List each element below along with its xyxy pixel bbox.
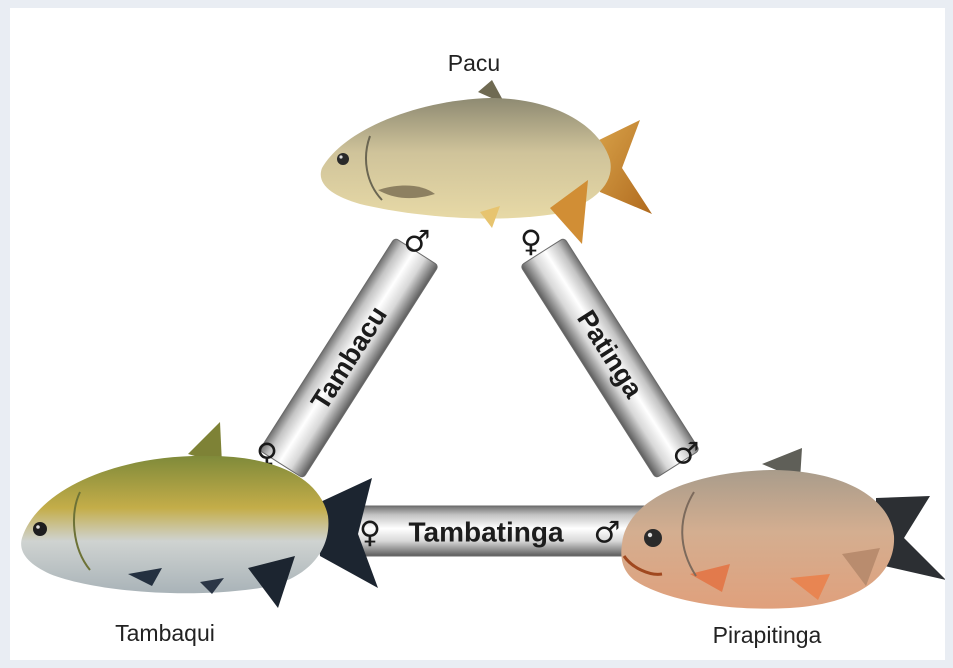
diagram-canvas: Tambacu Patinga Tambatinga ♂ ♀ ♀ ♂ ♀ ♂ xyxy=(10,8,945,660)
male-symbol-tambatinga-right: ♂ xyxy=(594,516,621,551)
species-label-pirapitinga: Pirapitinga xyxy=(713,622,822,649)
male-symbol-tambacu-top: ♂ xyxy=(404,225,431,260)
pacu-fish-illustration xyxy=(321,80,652,244)
hybrid-label-tambatinga: Tambatinga xyxy=(408,517,563,548)
crossbreeding-triangle: Tambacu Patinga Tambatinga ♂ ♀ ♀ ♂ ♀ ♂ xyxy=(10,8,945,660)
female-symbol-tambatinga-left: ♀ xyxy=(359,516,381,551)
female-symbol-patinga-top: ♀ xyxy=(520,225,542,260)
tambaqui-fish-illustration xyxy=(21,422,378,608)
pirapitinga-fish-illustration xyxy=(621,448,945,609)
species-label-pacu: Pacu xyxy=(448,50,500,77)
species-label-tambaqui: Tambaqui xyxy=(115,620,215,647)
male-symbol-patinga-bottom: ♂ xyxy=(673,437,700,472)
